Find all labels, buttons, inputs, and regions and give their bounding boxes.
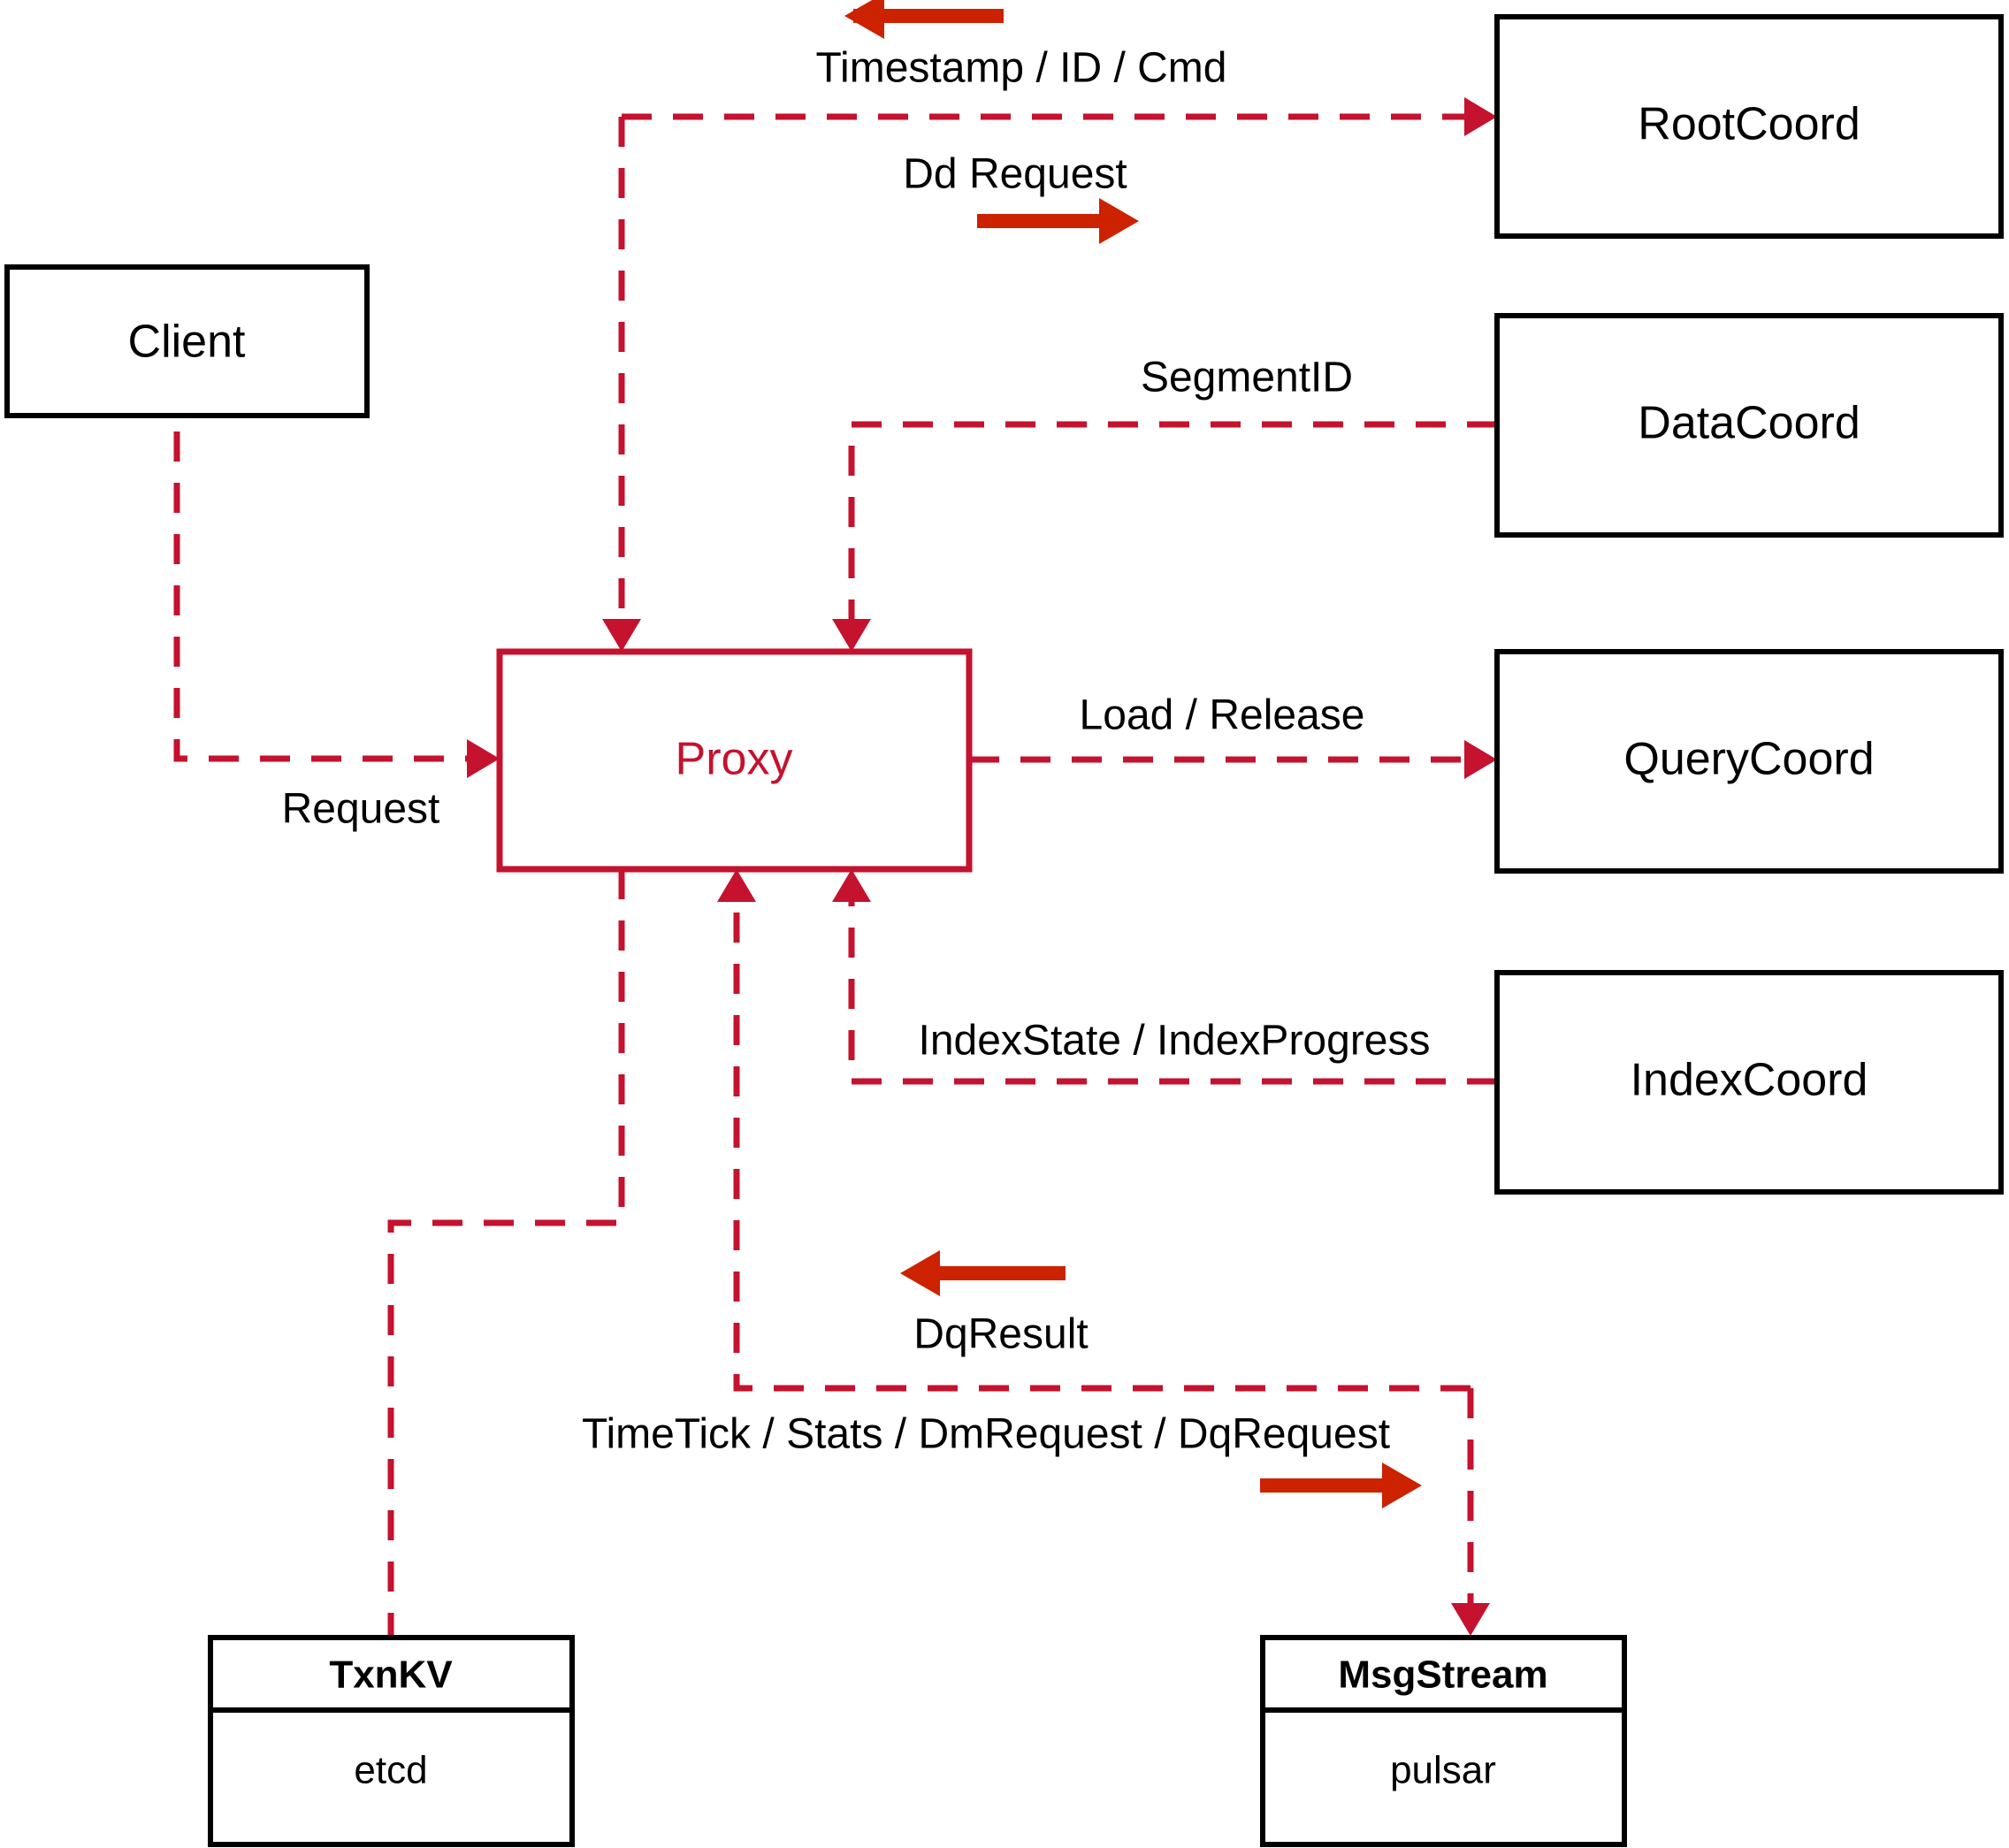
direction-arrow-dqresult: [900, 1250, 1066, 1296]
node-proxy-label: Proxy: [676, 734, 793, 785]
node-client-label: Client: [128, 317, 246, 368]
direction-arrow-timestamp: [844, 0, 1004, 39]
edge-label-segmentid: SegmentID: [1141, 355, 1353, 401]
direction-arrow-dd-request: [977, 198, 1139, 244]
node-indexcoord-label: IndexCoord: [1631, 1055, 1868, 1106]
node-rootcoord[interactable]: RootCoord: [1494, 14, 2004, 239]
edge-datacoord-proxy-arrowhead: [832, 619, 871, 652]
node-txnkv-title: TxnKV: [329, 1653, 453, 1697]
edge-label-dqresult: DqResult: [913, 1311, 1088, 1358]
edge-indexcoord-proxy-path: [848, 885, 1497, 1085]
edge-label-load-release: Load / Release: [1080, 692, 1365, 739]
edge-client-proxy-path: [173, 380, 484, 762]
node-datacoord-label: DataCoord: [1638, 398, 1860, 449]
edge-label-dd-request: Dd Request: [903, 151, 1127, 198]
edge-indexcoord-proxy-arrowhead: [832, 869, 871, 902]
edge-label-timestamp-id-cmd: Timestamp / ID / Cmd: [816, 45, 1227, 92]
edge-label-timetick-stats: TimeTick / Stats / DmRequest / DqRequest: [582, 1411, 1390, 1458]
node-querycoord-label: QueryCoord: [1623, 734, 1874, 785]
node-msgstream-subtitle: pulsar: [1390, 1749, 1496, 1792]
edge-proxy-txnkv-path: [387, 869, 625, 1638]
node-msgstream[interactable]: MsgStream pulsar: [1260, 1635, 1627, 1847]
edge-rootcoord-proxy-arrowhead: [602, 619, 641, 652]
node-indexcoord[interactable]: IndexCoord: [1494, 970, 2004, 1195]
node-querycoord[interactable]: QueryCoord: [1494, 649, 2004, 874]
node-client[interactable]: Client: [4, 264, 370, 418]
edge-msgstream-proxy-arrowhead: [717, 869, 756, 902]
edge-proxy-rootcoord-arrowhead: [1464, 97, 1497, 136]
edge-client-proxy-arrowhead: [467, 739, 500, 778]
node-rootcoord-label: RootCoord: [1638, 99, 1860, 150]
node-datacoord[interactable]: DataCoord: [1494, 313, 2004, 538]
node-txnkv[interactable]: TxnKV etcd: [208, 1635, 575, 1847]
node-proxy[interactable]: Proxy: [496, 648, 973, 873]
edge-datacoord-proxy-path: [848, 421, 1497, 636]
edge-label-request: Request: [282, 786, 440, 833]
node-msgstream-title: MsgStream: [1338, 1653, 1547, 1697]
edge-proxy-querycoord-arrowhead: [1464, 740, 1497, 779]
direction-arrow-timetick: [1260, 1462, 1422, 1508]
edge-proxy-msgstream-arrowhead: [1451, 1603, 1490, 1636]
edge-label-index-state-progress: IndexState / IndexProgress: [919, 1018, 1431, 1065]
edge-msgstream-proxy-path: [733, 885, 1470, 1392]
node-txnkv-subtitle: etcd: [354, 1749, 427, 1792]
